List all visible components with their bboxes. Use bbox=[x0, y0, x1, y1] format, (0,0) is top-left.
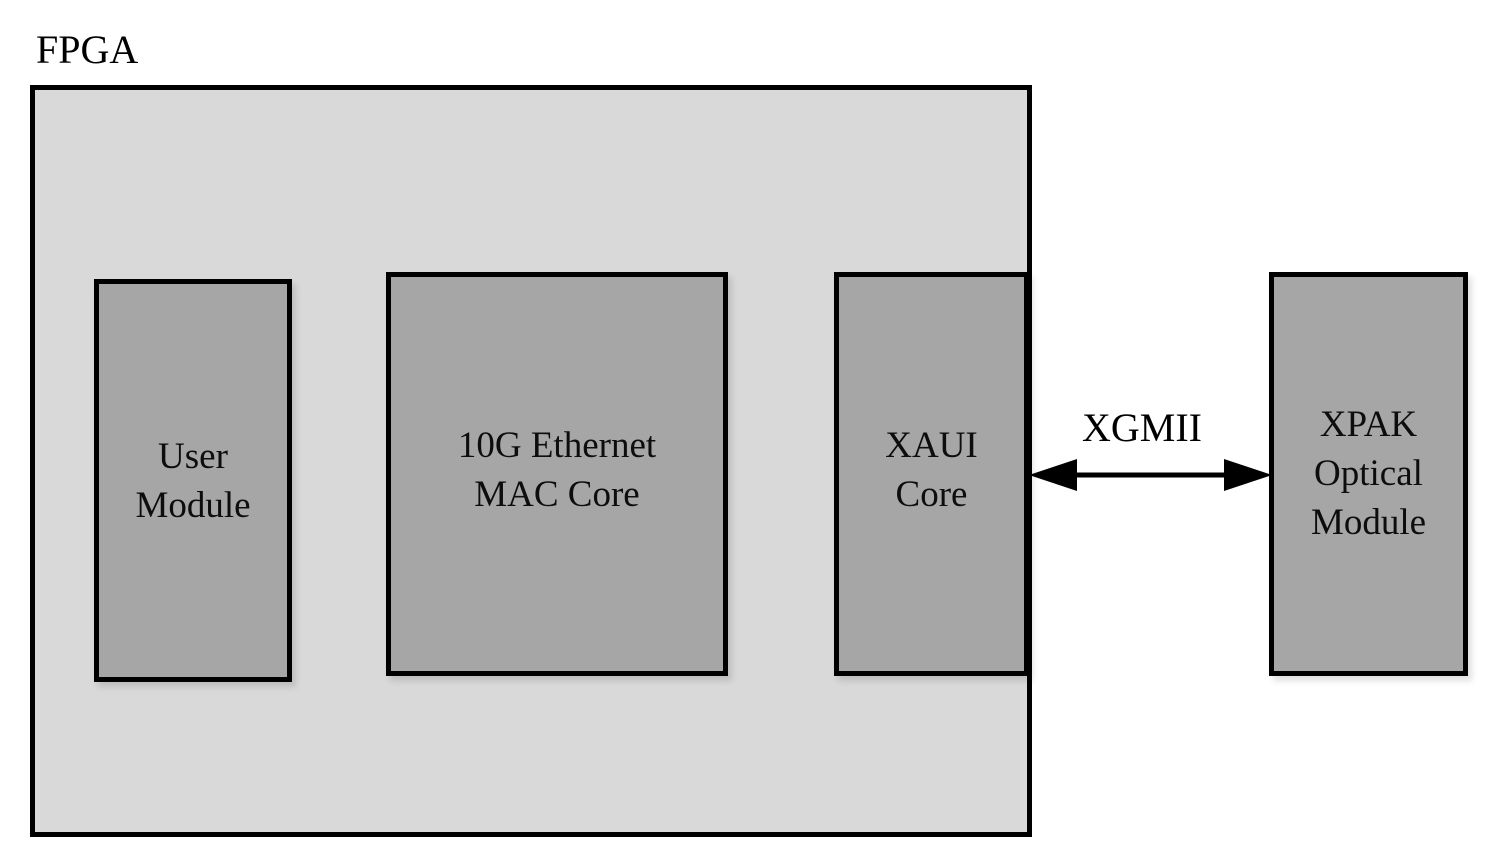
xpak-module-label-line1: XPAK bbox=[1319, 403, 1418, 445]
mac-core-block: 10G Ethernet MAC Core bbox=[386, 272, 728, 676]
xpak-module-label-line2: Optical bbox=[1314, 452, 1423, 494]
arrowhead-left-icon bbox=[1029, 459, 1077, 491]
bidirectional-arrow-icon bbox=[1029, 459, 1272, 491]
xpak-optical-module-block: XPAK Optical Module bbox=[1269, 272, 1468, 676]
xaui-core-label-line2: Core bbox=[895, 474, 968, 515]
arrowhead-right-icon bbox=[1224, 459, 1272, 491]
xaui-core-label-line1: XAUI bbox=[885, 425, 978, 466]
mac-core-label-line1: 10G Ethernet bbox=[457, 425, 657, 466]
user-module-block: User Module bbox=[94, 279, 292, 682]
xpak-module-label: XPAK Optical Module bbox=[1311, 400, 1426, 547]
xaui-core-label: XAUI Core bbox=[885, 421, 977, 519]
xpak-module-label-line3: Module bbox=[1310, 501, 1427, 543]
user-module-label-line1: User bbox=[158, 435, 228, 477]
xaui-core-block: XAUI Core bbox=[834, 272, 1029, 676]
mac-core-label: 10G Ethernet MAC Core bbox=[458, 421, 656, 519]
fpga-title: FPGA bbox=[36, 27, 139, 72]
xgmii-link-label: XGMII bbox=[1082, 405, 1202, 450]
user-module-label-line2: Module bbox=[135, 484, 251, 526]
user-module-label: User Module bbox=[135, 432, 250, 530]
mac-core-label-line2: MAC Core bbox=[474, 474, 640, 515]
